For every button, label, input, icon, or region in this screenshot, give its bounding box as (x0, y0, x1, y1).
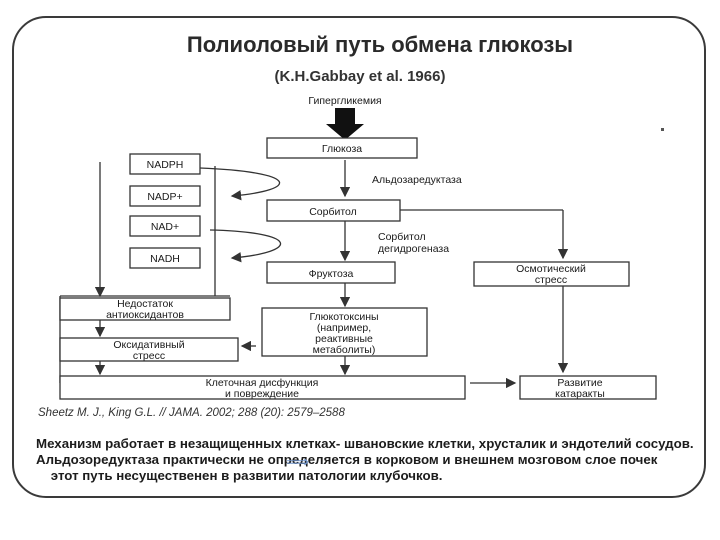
glucose-label: Глюкоза (322, 143, 362, 155)
nadph-box (129, 153, 201, 175)
glucotoxins-label-3: реактивные (315, 333, 373, 345)
aldose-reductase-label: Альдоза­редуктаза (372, 174, 462, 186)
osmotic-stress-box (473, 261, 630, 287)
oxidative-stress-label-1: Оксидативный (113, 339, 184, 351)
antioxidant-deficit-label-2: антиоксидантов (106, 309, 184, 321)
slide-title: Полиоловый путь обмена глюкозы (186, 32, 574, 57)
hyperglycemia-arrow-icon (326, 108, 364, 140)
nad-to-nadh-curve (209, 229, 281, 263)
fructose-box (266, 261, 396, 284)
glucotoxins-box (261, 307, 428, 357)
glucotoxins-label-4: метаболиты) (313, 344, 376, 356)
glucose-box (266, 137, 418, 159)
nadph-to-nadp-curve (199, 167, 281, 201)
double-arrow-icon: ⟹ (286, 454, 309, 471)
antioxidant-deficit-box (59, 297, 231, 321)
cell-dysfunction-label-1: Клеточная дисфункция (206, 377, 319, 389)
nad-box (129, 215, 201, 237)
osmotic-stress-label-2: стресс (535, 274, 567, 286)
mechanism-text: Механизм работает в незащищенных клетках… (36, 436, 694, 483)
oxidative-stress-box (59, 337, 239, 362)
sorbitol-box (266, 199, 401, 222)
nadph-label: NADPH (147, 159, 184, 171)
slide-frame (12, 16, 706, 498)
cataract-label-1: Развитие (557, 377, 602, 389)
sorbitol-dehydrogenase-label-2: дегидрогеназа (378, 243, 449, 255)
glucotoxins-label-1: Глюкотоксины (309, 311, 378, 323)
hyperglycemia-label: Гипергликемия (308, 95, 381, 107)
citation: Sheetz M. J., King G.L. // JAMA. 2002; 2… (38, 407, 345, 419)
osmotic-stress-label-1: Осмотический (516, 263, 586, 275)
cataract-label-2: катаракты (555, 388, 605, 400)
nadp-box (129, 185, 201, 207)
cell-dysfunction-label-2: и повреждение (225, 388, 299, 400)
nadh-box (129, 247, 201, 269)
antioxidant-deficit-label-1: Недостаток (117, 298, 173, 310)
cataract-box (519, 375, 657, 400)
sorbitol-label: Сорбитол (309, 206, 357, 218)
cell-dysfunction-box (59, 375, 466, 400)
nad-label: NAD+ (151, 221, 179, 233)
sorbitol-dehydrogenase-label-1: Сорбитол (378, 231, 426, 243)
fructose-label: Фруктоза (309, 268, 354, 280)
glucotoxins-label-2: (например, (317, 322, 371, 334)
nadh-label: NADH (150, 253, 180, 265)
stray-dot (661, 128, 664, 131)
slide-subtitle: (K.H.Gabbay et al. 1966) (274, 68, 446, 85)
nadp-label: NADP+ (147, 191, 182, 203)
oxidative-stress-label-2: стресс (133, 350, 165, 362)
